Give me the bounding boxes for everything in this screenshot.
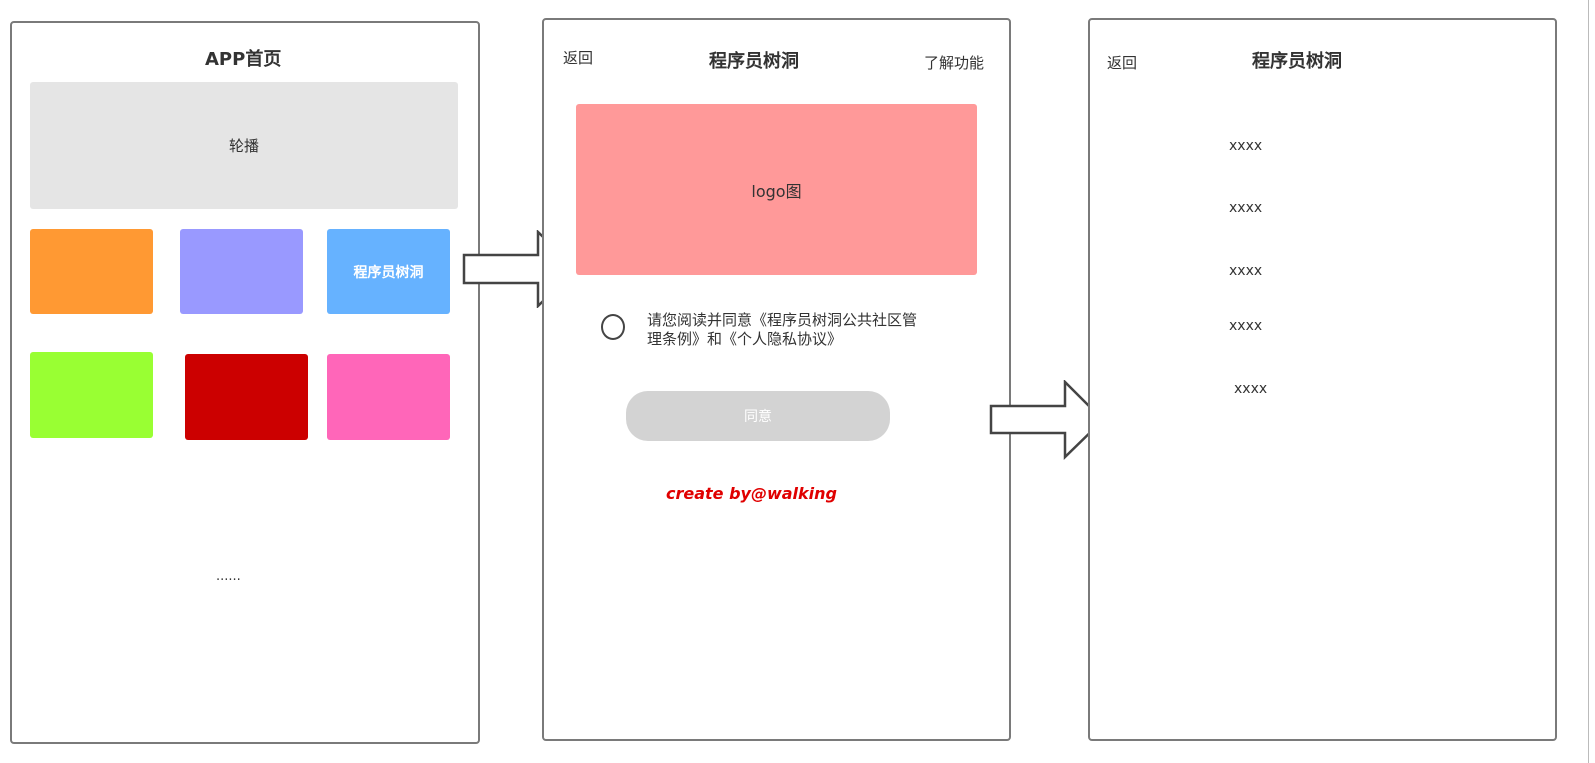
app-home-screen: APP首页 轮播 程序员树洞 ...... bbox=[10, 21, 480, 744]
carousel-banner[interactable]: 轮播 bbox=[30, 82, 458, 209]
agree-button[interactable]: 同意 bbox=[626, 391, 890, 441]
feature-tile-orange[interactable] bbox=[30, 229, 153, 314]
feature-tile-programmer-treehole[interactable]: 程序员树洞 bbox=[327, 229, 450, 314]
more-ellipsis: ...... bbox=[216, 569, 241, 584]
list-item[interactable]: xxxx bbox=[1229, 200, 1263, 216]
tile-label: 程序员树洞 bbox=[353, 264, 424, 281]
list-item[interactable]: xxxx bbox=[1234, 381, 1268, 397]
back-link[interactable]: 返回 bbox=[1107, 54, 1138, 72]
canvas-edge-divider bbox=[1588, 0, 1589, 763]
agree-button-label: 同意 bbox=[744, 409, 772, 425]
credit-text: create by@walking bbox=[666, 484, 838, 503]
home-title: APP首页 bbox=[205, 49, 282, 70]
list-item[interactable]: xxxx bbox=[1229, 318, 1263, 334]
agreement-line-1: 请您阅读并同意《程序员树洞公共社区管 bbox=[647, 311, 918, 329]
learn-features-link[interactable]: 了解功能 bbox=[924, 54, 985, 72]
list-item[interactable]: xxxx bbox=[1229, 263, 1263, 279]
treehole-title: 程序员树洞 bbox=[1252, 51, 1342, 72]
treehole-title: 程序员树洞 bbox=[709, 51, 799, 72]
back-link[interactable]: 返回 bbox=[563, 49, 594, 67]
treehole-list-screen: 返回 程序员树洞 xxxx xxxx xxxx xxxx xxxx bbox=[1088, 18, 1557, 741]
feature-tile-pink[interactable] bbox=[327, 354, 450, 440]
logo-image-placeholder: logo图 bbox=[576, 104, 977, 275]
agreement-line-2: 理条例》和《个人隐私协议》 bbox=[647, 330, 843, 348]
agreement-text: 请您阅读并同意《程序员树洞公共社区管 理条例》和《个人隐私协议》 bbox=[647, 311, 917, 349]
list-item[interactable]: xxxx bbox=[1229, 138, 1263, 154]
feature-tile-red[interactable] bbox=[185, 354, 308, 440]
agreement-radio[interactable] bbox=[601, 314, 625, 340]
carousel-label: 轮播 bbox=[228, 137, 259, 155]
logo-label: logo图 bbox=[751, 181, 802, 201]
flow-arrow-right-icon bbox=[989, 380, 1105, 460]
feature-tile-purple[interactable] bbox=[180, 229, 303, 314]
treehole-intro-screen: 返回 程序员树洞 了解功能 logo图 请您阅读并同意《程序员树洞公共社区管 理… bbox=[542, 18, 1011, 741]
feature-tile-green[interactable] bbox=[30, 352, 153, 438]
